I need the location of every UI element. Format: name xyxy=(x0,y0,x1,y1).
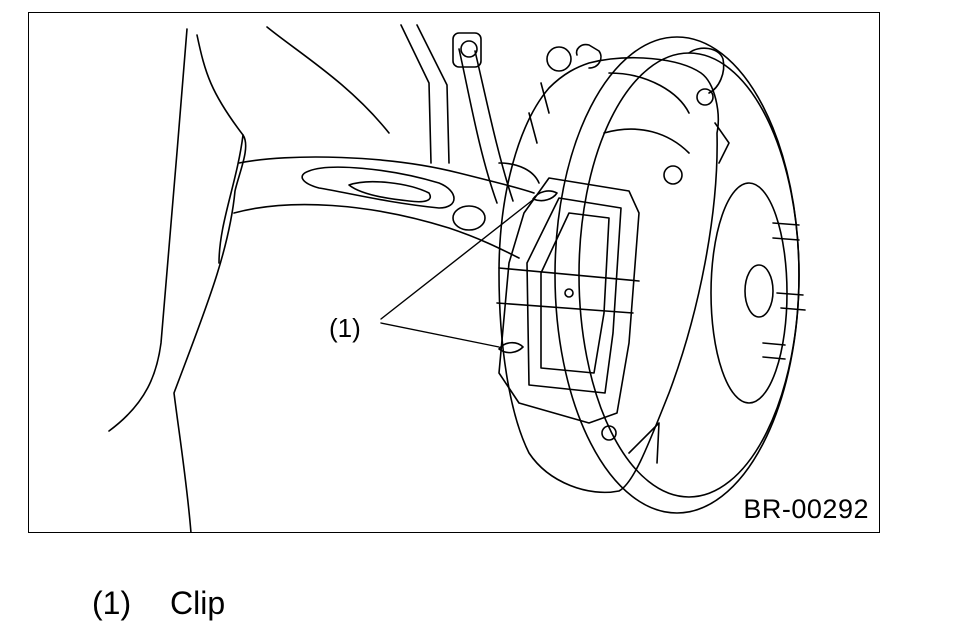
figure-id: BR-00292 xyxy=(743,494,869,524)
caliper-body xyxy=(498,43,730,494)
clip-lower xyxy=(498,341,524,354)
brake-caliper-illustration xyxy=(108,24,806,532)
clip-upper xyxy=(532,190,558,202)
figure-frame: (1) BR-00292 xyxy=(28,12,880,533)
legend: (1) Clip xyxy=(92,584,225,622)
brake-rotor xyxy=(554,36,806,514)
legend-text: Clip xyxy=(170,585,226,621)
callout-label-1: (1) xyxy=(329,313,361,343)
legend-number: (1) xyxy=(92,585,132,621)
control-arm xyxy=(233,26,535,259)
callout-leader-lines xyxy=(380,198,535,348)
fender-outline xyxy=(108,28,247,532)
brake-pad-assembly xyxy=(496,177,640,424)
